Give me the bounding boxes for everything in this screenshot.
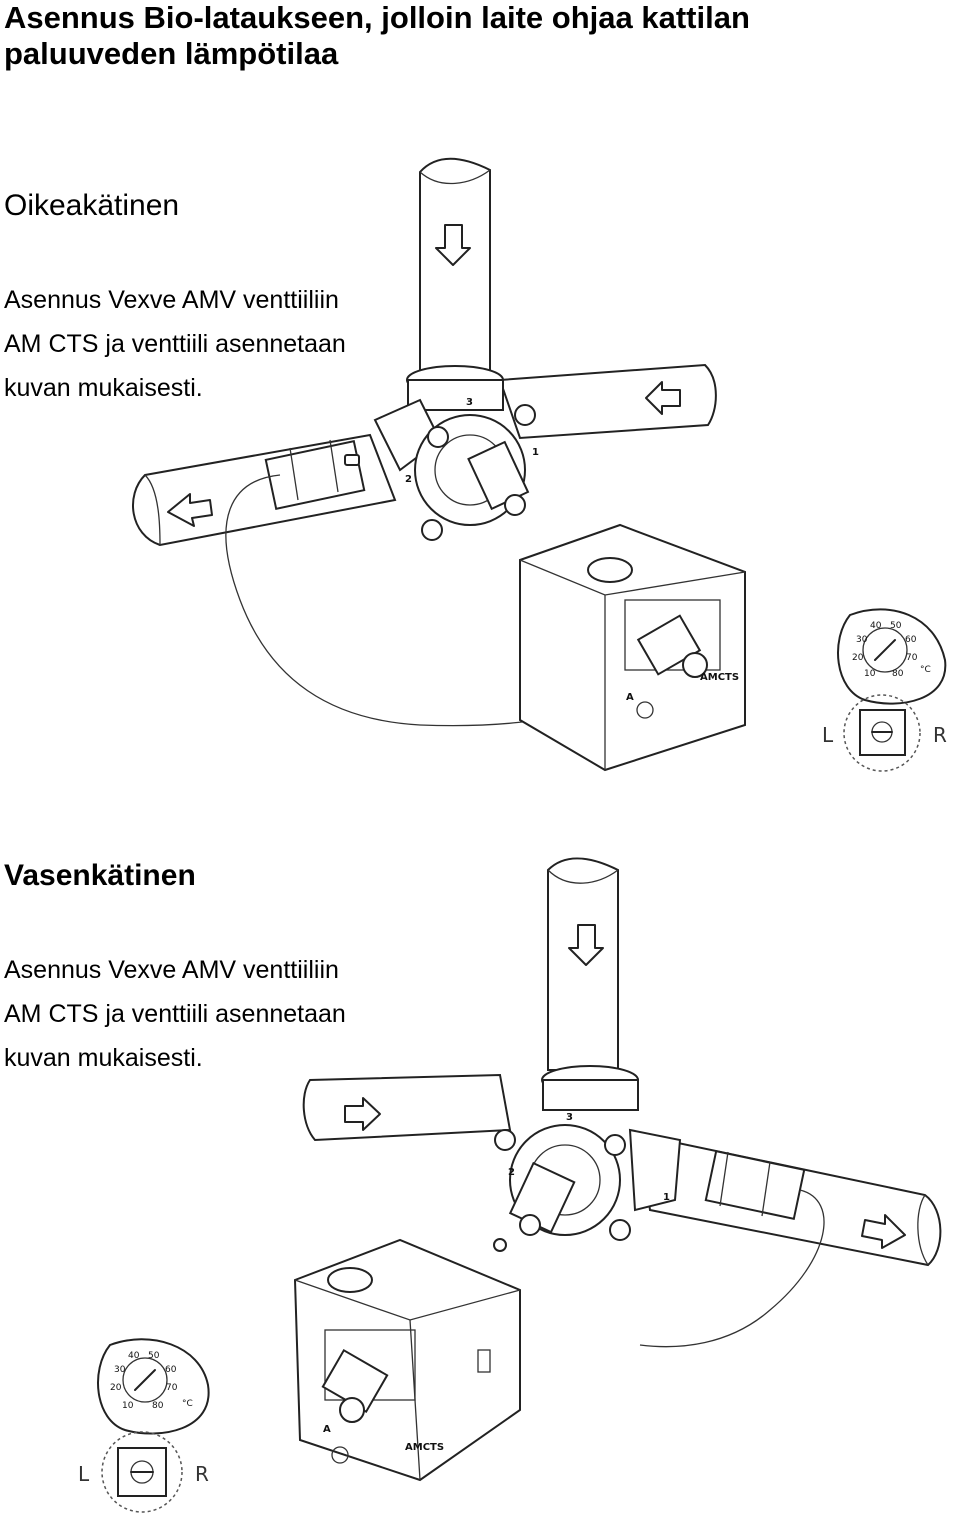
page-title: Asennus Bio-lataukseen, jolloin laite oh… <box>4 0 750 71</box>
text-line: Asennus Vexve AMV venttiiliin <box>4 286 339 314</box>
dial-tick-label: 10 <box>864 669 876 679</box>
port-label: 2 <box>508 1167 515 1178</box>
section-text-left-handed: Asennus Vexve AMV venttiiliin AM CTS ja … <box>4 948 346 1080</box>
actuator: A AMCTS <box>293 1238 521 1482</box>
text-line: Asennus Vexve AMV venttiiliin <box>4 956 339 984</box>
actuator-brand: AMCTS <box>700 672 739 683</box>
actuator-letter: A <box>626 692 634 703</box>
vertical-pipe <box>419 157 491 371</box>
text-line: kuvan mukaisesti. <box>4 1044 203 1072</box>
sensor-cable <box>639 1189 825 1348</box>
dial-tick-label: 30 <box>114 1365 126 1375</box>
dial-tick-label: 40 <box>870 621 882 631</box>
section-heading-left-handed: Vasenkätinen <box>4 859 196 892</box>
actuator: A AMCTS <box>519 523 746 772</box>
text-line: AM CTS ja venttiili asennetaan <box>4 330 346 358</box>
section-text-right-handed: Asennus Vexve AMV venttiiliin AM CTS ja … <box>4 278 346 410</box>
dial-tick-label: 50 <box>148 1351 160 1361</box>
flow-down-arrow-icon <box>568 924 604 966</box>
port-label: 1 <box>663 1192 670 1203</box>
dial-tick-label: 60 <box>165 1365 177 1375</box>
right-label: R <box>195 1462 209 1486</box>
mixing-valve: 3 2 1 <box>493 1065 682 1252</box>
installation-diagram-left-handed: 3 2 1 A AMCTS 30 40 50 60 20 70 10 80 °C <box>78 857 942 1513</box>
horizontal-pipe-right <box>638 1133 942 1267</box>
left-label: L <box>822 723 834 747</box>
port-label: 3 <box>466 397 473 408</box>
sun-icon <box>331 1446 349 1464</box>
dial-tick-label: 20 <box>110 1383 122 1393</box>
dial-tick-label: 20 <box>852 653 864 663</box>
actuator-brand: AMCTS <box>405 1442 444 1453</box>
port-label: 3 <box>566 1112 573 1123</box>
flow-right-arrow-icon <box>344 1097 381 1131</box>
section-heading-right-handed: Oikeakätinen <box>4 189 180 222</box>
installation-diagram-right-handed: 3 2 1 A AMCTS 30 40 50 60 20 70 10 80 °C… <box>132 157 947 772</box>
dial-tick-label: 70 <box>166 1383 178 1393</box>
horizontal-pipe-right <box>498 363 717 440</box>
temperature-dial-inset: 30 40 50 60 20 70 10 80 °C L R <box>822 608 947 772</box>
dial-tick-label: 50 <box>890 621 902 631</box>
dial-tick-label: 70 <box>906 653 918 663</box>
dial-tick-label: 80 <box>892 669 904 679</box>
flow-left-arrow-icon <box>167 493 213 527</box>
left-label: L <box>78 1462 90 1486</box>
dial-tick-label: 40 <box>128 1351 140 1361</box>
dial-tick-label: 60 <box>905 635 917 645</box>
dial-tick-label: 80 <box>152 1401 164 1411</box>
sun-icon <box>636 701 654 719</box>
horizontal-pipe-left <box>302 1073 512 1142</box>
port-label: 1 <box>532 447 539 458</box>
flow-left-arrow-icon <box>645 381 681 415</box>
flow-right-arrow-icon <box>861 1214 906 1249</box>
actuator-letter: A <box>323 1424 331 1435</box>
horizontal-pipe-left <box>132 433 397 547</box>
flow-down-arrow-icon <box>435 224 471 266</box>
temperature-dial-inset: 30 40 50 60 20 70 10 80 °C L R <box>78 1338 210 1513</box>
text-line: AM CTS ja venttiili asennetaan <box>4 1000 346 1028</box>
vertical-pipe <box>547 857 619 1071</box>
dial-tick-label: 30 <box>856 635 868 645</box>
port-label: 2 <box>405 474 412 485</box>
mixing-valve: 3 2 1 <box>373 365 539 541</box>
text-line: kuvan mukaisesti. <box>4 374 203 402</box>
dial-tick-label: °C <box>182 1399 193 1409</box>
dial-tick-label: 10 <box>122 1401 134 1411</box>
sensor-cable <box>225 474 579 727</box>
dial-tick-label: °C <box>920 665 931 675</box>
right-label: R <box>933 723 947 747</box>
